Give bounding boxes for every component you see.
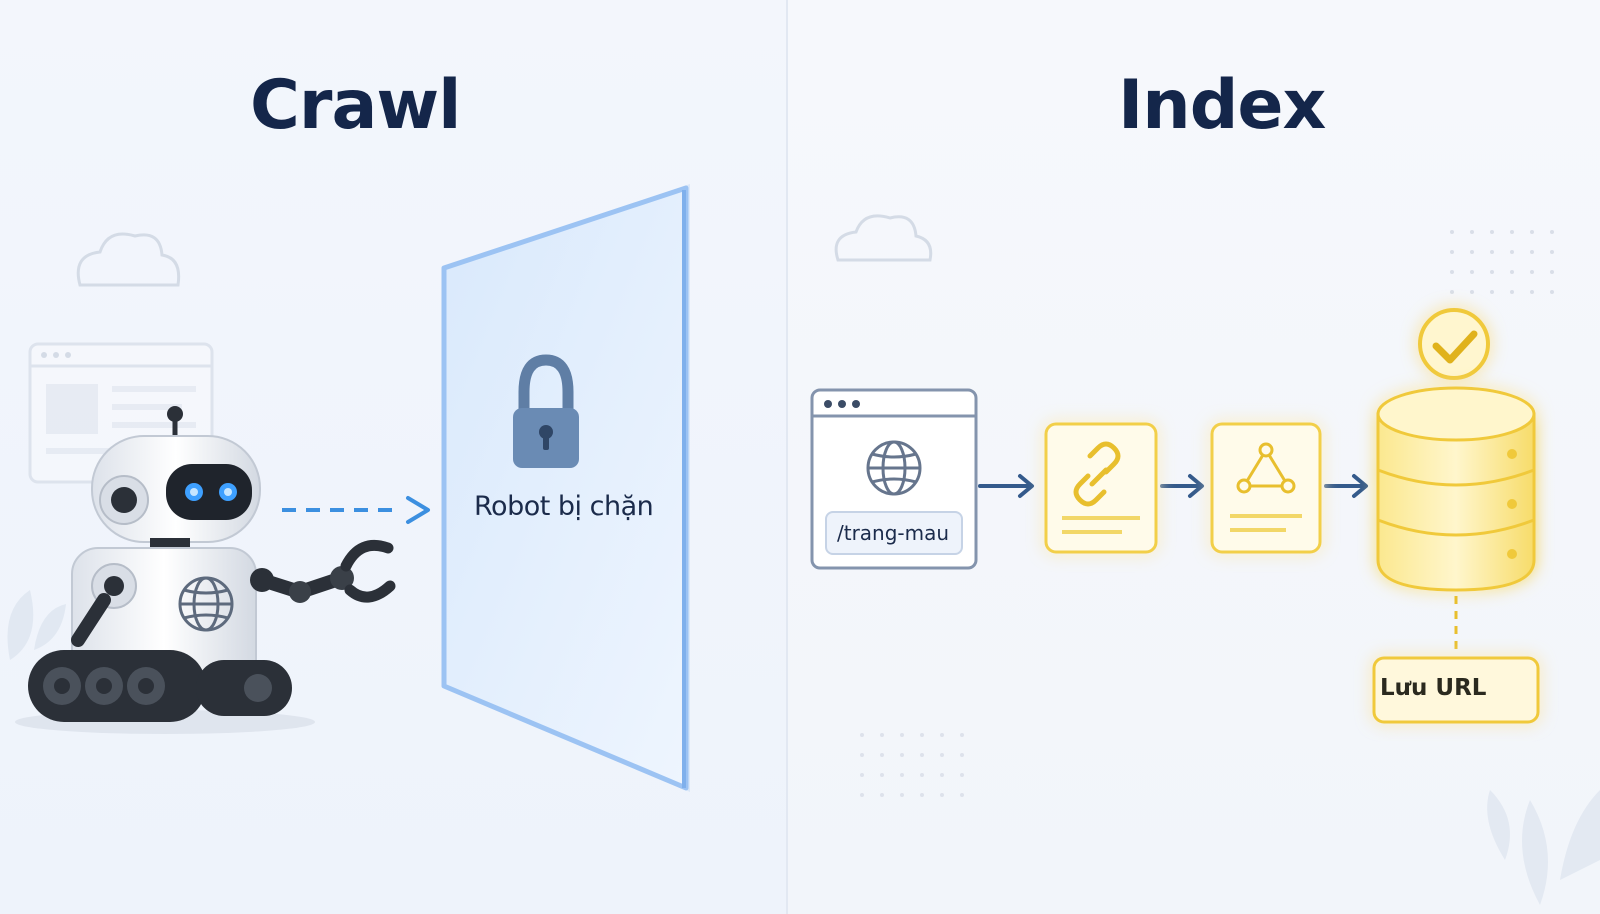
link-card xyxy=(1044,422,1158,554)
flow-arrow-2 xyxy=(1160,474,1204,498)
dashed-arrow xyxy=(282,496,430,524)
lock-icon xyxy=(513,354,579,468)
globe-icon-robot xyxy=(178,576,234,632)
dot-grid-bottom xyxy=(860,733,964,797)
blocked-label: Robot bị chặn xyxy=(474,491,654,522)
check-icon xyxy=(1418,308,1490,380)
glass-wall xyxy=(441,184,690,792)
panel-divider xyxy=(786,0,788,914)
leaf-icon-right xyxy=(1487,790,1600,905)
leaf-icon-left xyxy=(7,590,66,660)
link-icon xyxy=(1073,441,1121,507)
globe-icon-page xyxy=(866,440,922,496)
dot-grid-top-right xyxy=(1450,230,1554,294)
flow-arrow-1 xyxy=(978,474,1034,498)
graph-card xyxy=(1210,422,1322,554)
robot-crawler xyxy=(15,406,396,734)
cloud-icon-left xyxy=(76,232,181,287)
store-label-box xyxy=(1372,656,1540,724)
node-graph-icon xyxy=(1236,442,1296,494)
crawl-title: Crawl xyxy=(250,66,461,145)
database-icon xyxy=(1376,386,1536,592)
cloud-icon-right xyxy=(834,214,933,262)
store-url-label: Lưu URL xyxy=(1380,675,1487,701)
flow-arrow-3 xyxy=(1324,474,1368,498)
index-title: Index xyxy=(1118,66,1326,145)
browser-window-page xyxy=(810,388,978,570)
url-path-label: /trang-mau xyxy=(837,521,950,545)
